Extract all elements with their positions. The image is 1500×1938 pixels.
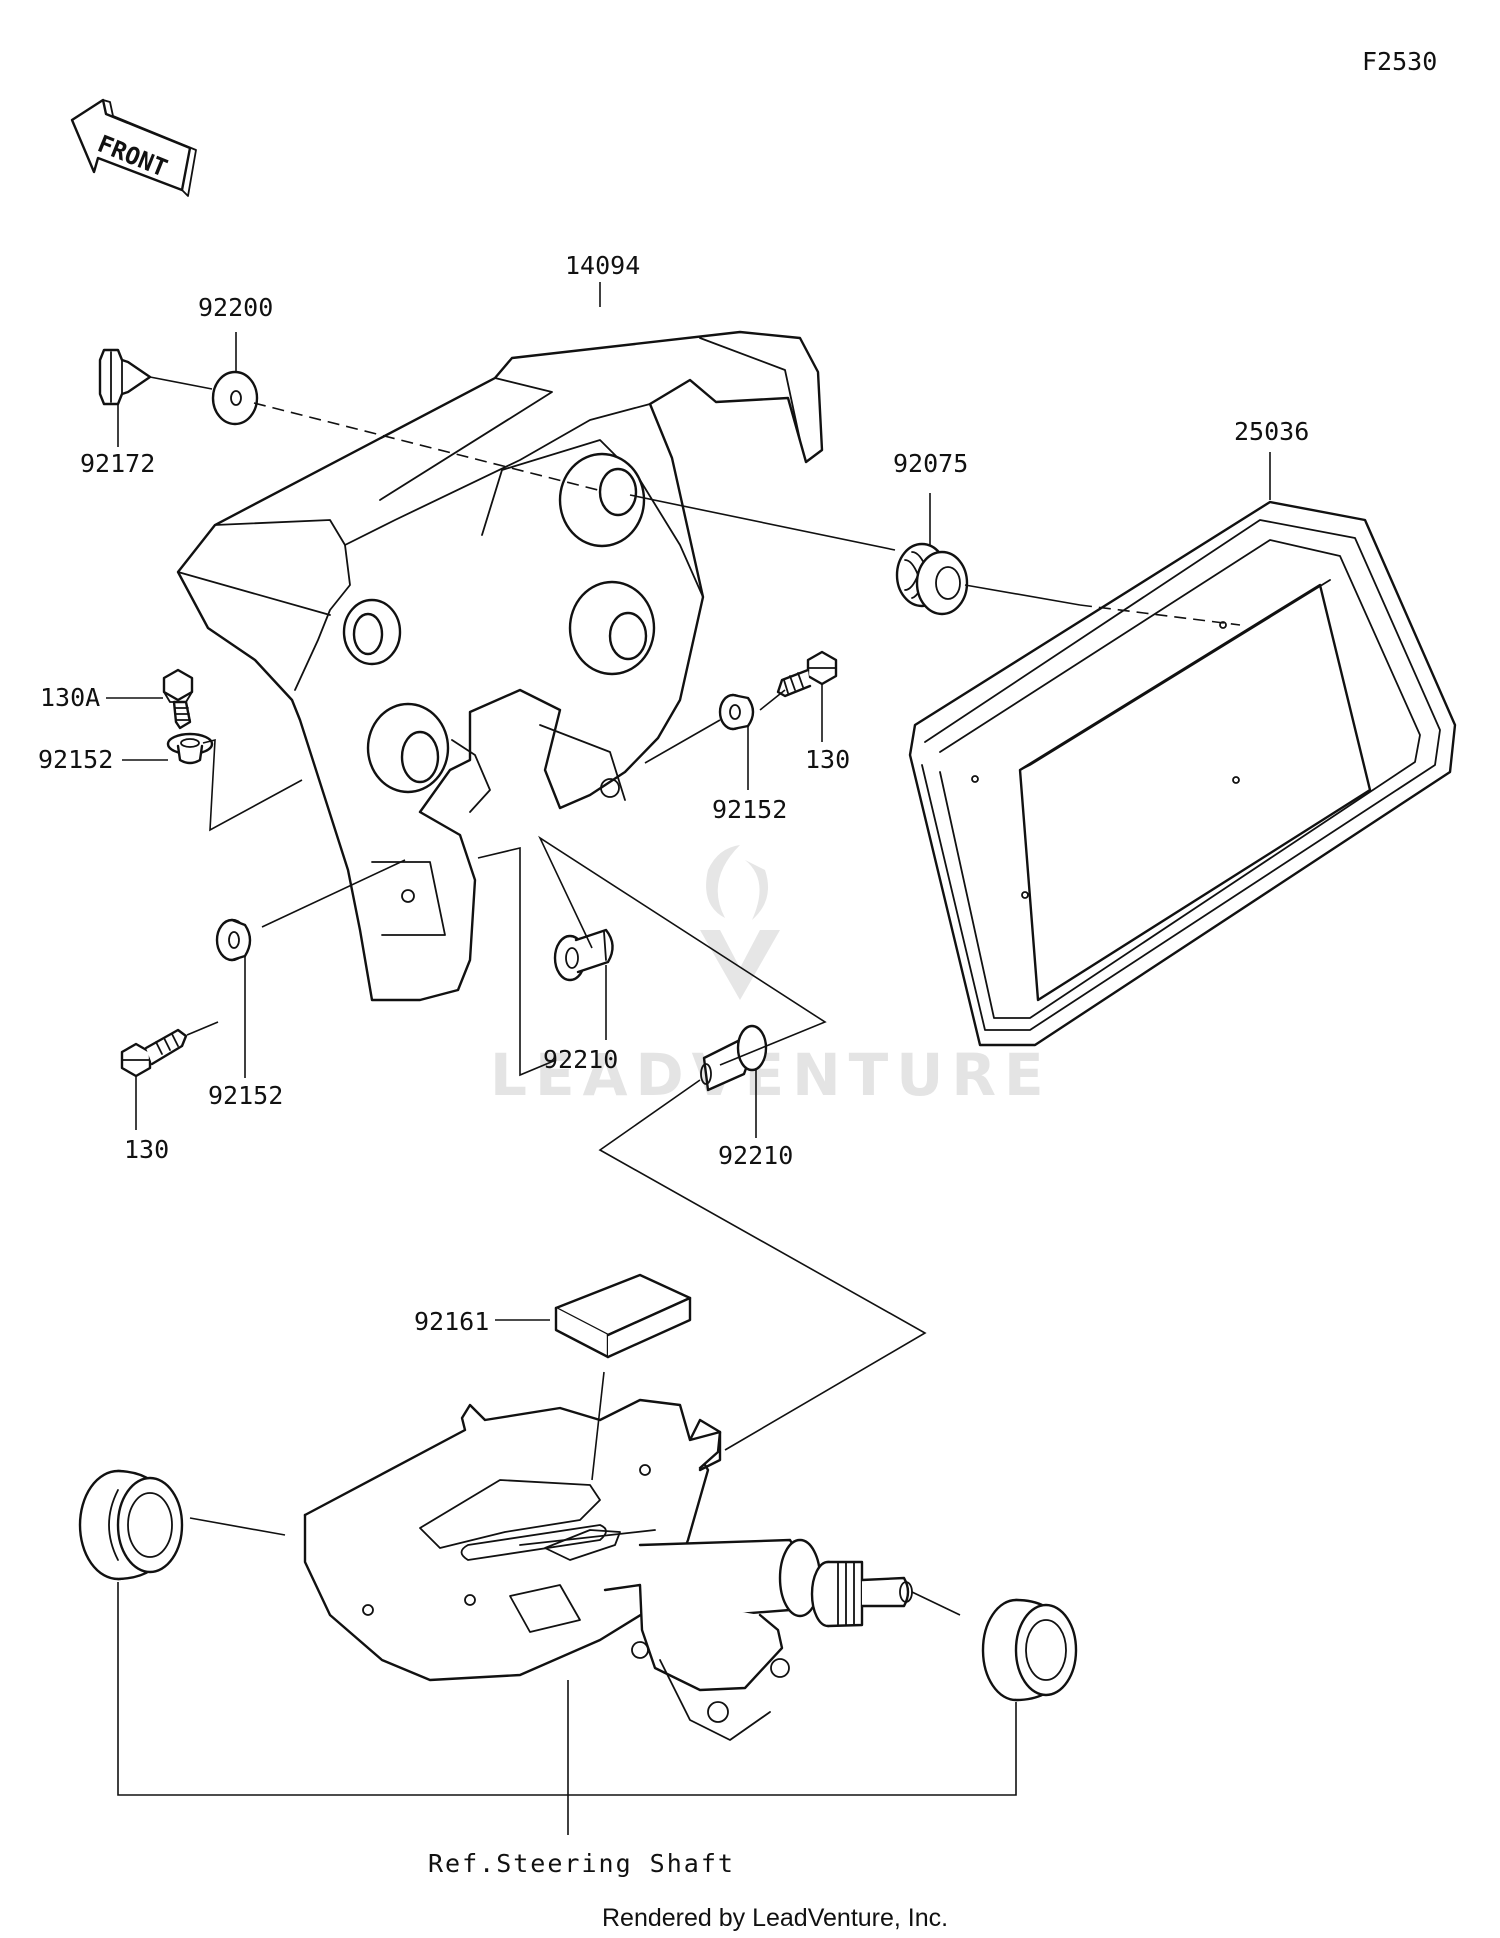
collar-92210-center <box>553 928 614 982</box>
bolt-130a <box>162 668 194 730</box>
callout-92152-lower-left: 92152 <box>208 1081 283 1110</box>
pad-92161 <box>554 1273 692 1359</box>
assembly-lines <box>117 376 1241 1835</box>
footer-credit: Rendered by LeadVenture, Inc. <box>602 1904 948 1932</box>
callout-130-right: 130 <box>805 745 850 774</box>
collar-92152-right <box>718 693 755 731</box>
callout-130a: 130A <box>40 683 100 712</box>
collar-92152-upper-left <box>166 732 214 765</box>
screw-92172 <box>98 348 152 406</box>
washer-92200 <box>211 370 259 426</box>
steering-bracket-ref <box>303 1398 913 1741</box>
callout-92075: 92075 <box>893 449 968 478</box>
meter-assembly-25036 <box>908 500 1457 1047</box>
grommet-92075 <box>895 542 969 616</box>
callout-25036: 25036 <box>1234 417 1309 446</box>
callout-92210-center: 92210 <box>543 1045 618 1074</box>
bolt-130-right <box>776 650 838 698</box>
collar-92210-right <box>700 1024 768 1092</box>
callout-130-lower-left: 130 <box>124 1135 169 1164</box>
callout-92172: 92172 <box>80 449 155 478</box>
callout-92210-right: 92210 <box>718 1141 793 1170</box>
collar-92152-lower-left <box>215 918 252 962</box>
bearing-left <box>78 1469 184 1581</box>
meter-cover-14094 <box>176 330 824 1002</box>
bolt-130-lower-left <box>120 1028 188 1078</box>
reference-note: Ref.Steering Shaft <box>428 1849 735 1878</box>
callout-14094: 14094 <box>565 251 640 280</box>
bearing-right <box>981 1598 1078 1702</box>
figure-id: F2530 <box>1362 47 1437 76</box>
callout-92200: 92200 <box>198 293 273 322</box>
callout-leaders <box>106 282 1271 1321</box>
callout-labels: 14094 92200 92172 25036 92075 130A 92152… <box>38 251 1309 1336</box>
callout-92161: 92161 <box>414 1307 489 1336</box>
callout-92152-upper-left: 92152 <box>38 745 113 774</box>
front-arrow-icon: FRONT <box>70 98 197 197</box>
callout-92152-right: 92152 <box>712 795 787 824</box>
